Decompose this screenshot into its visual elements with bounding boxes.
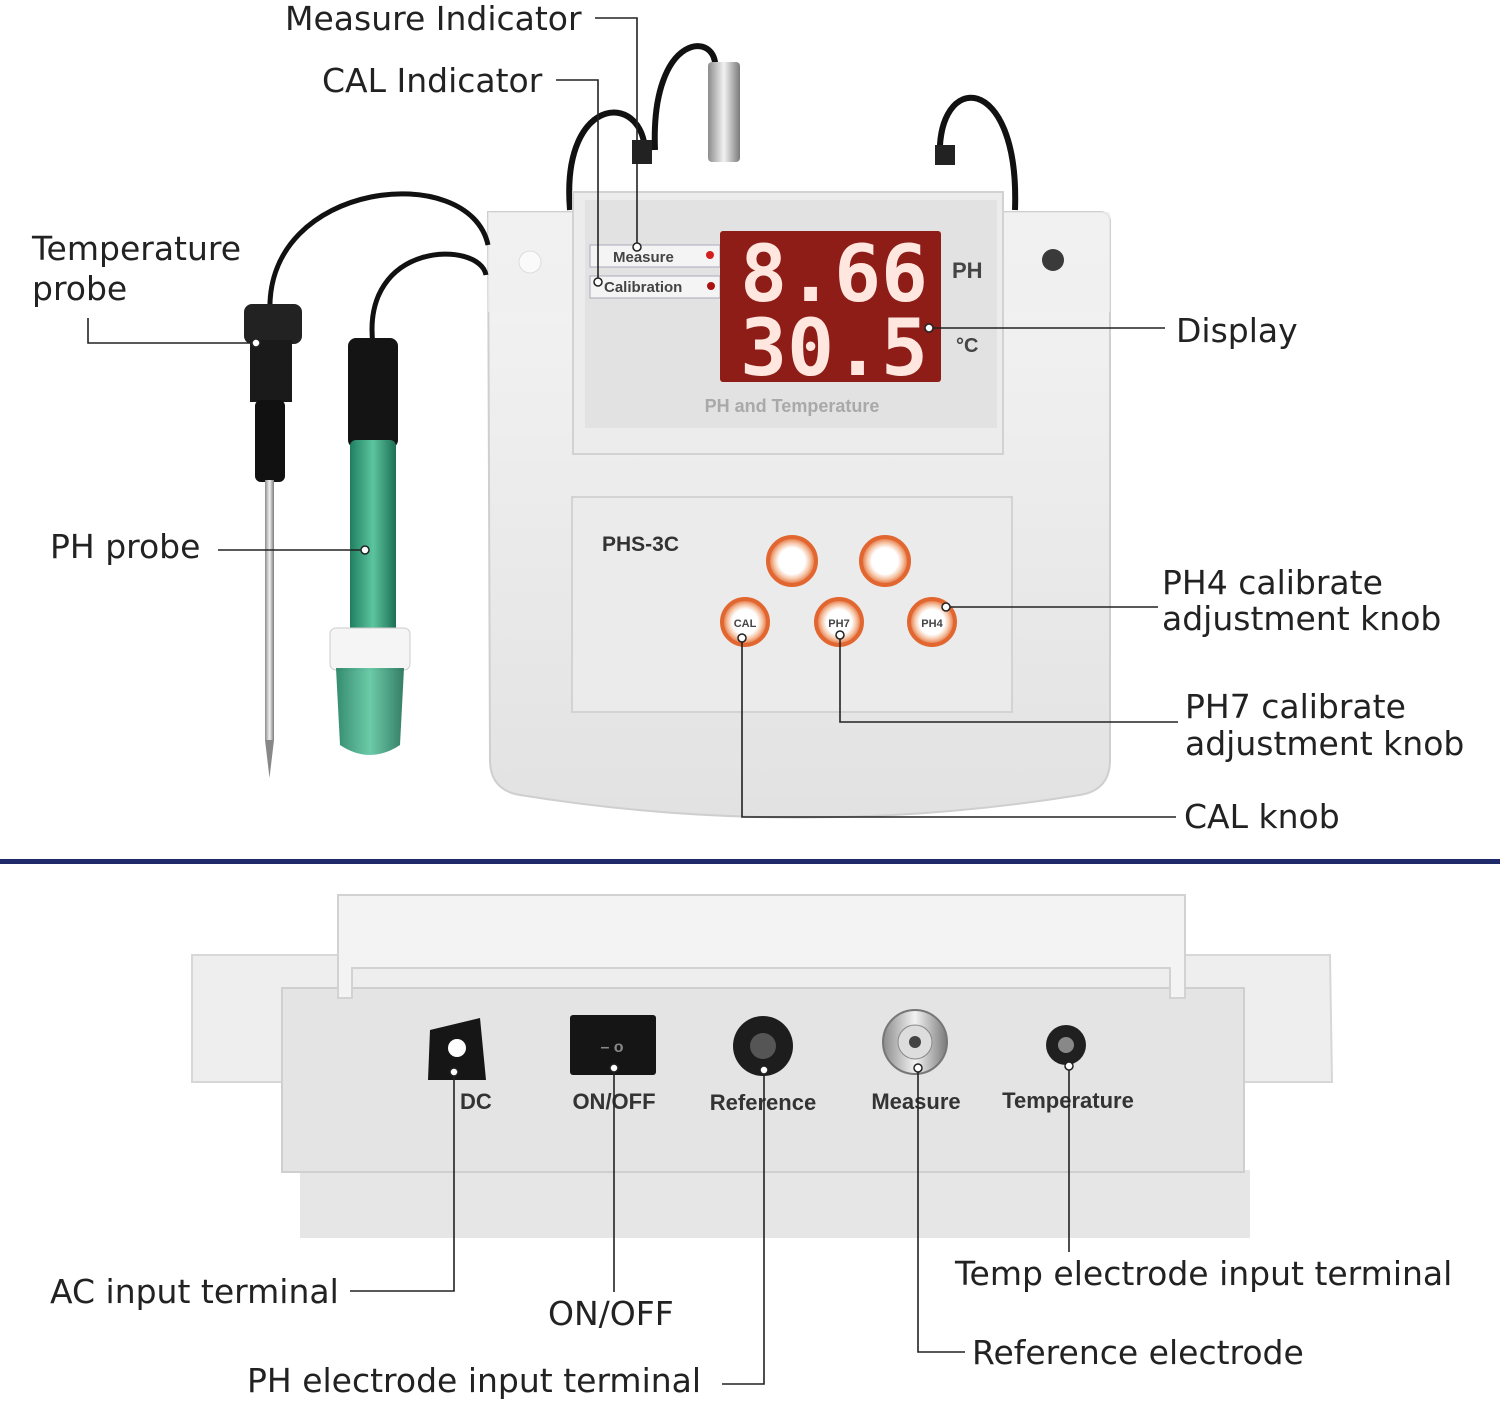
lead-ph7-knob bbox=[839, 635, 1178, 723]
connector-metal bbox=[708, 62, 740, 162]
dot-ph-electrode-input bbox=[759, 1065, 769, 1075]
ph7-knob-label: PH7 bbox=[828, 618, 849, 630]
dot-ph4-knob bbox=[941, 602, 951, 612]
temp-unit: °C bbox=[956, 335, 978, 357]
reference-connector-core bbox=[750, 1033, 776, 1059]
ph-probe-ring bbox=[329, 627, 411, 671]
callout-ph-probe: PH probe bbox=[50, 527, 200, 566]
connector-left bbox=[632, 140, 652, 164]
dc-jack-hole bbox=[448, 1039, 466, 1057]
dot-onoff bbox=[609, 1063, 619, 1073]
dot-ph7-knob bbox=[835, 630, 845, 640]
led-display bbox=[720, 231, 941, 382]
lead-cal-knob bbox=[741, 638, 1176, 818]
temp-probe-cap bbox=[244, 304, 302, 344]
cal-knob-label: CAL bbox=[734, 618, 757, 630]
temperature-label: Temperature bbox=[1002, 1088, 1134, 1113]
temp-probe-tip bbox=[265, 740, 274, 778]
front-view: Measure Calibration 8.66 30.5 PH °C PH a… bbox=[244, 43, 1111, 819]
ph7-knob[interactable] bbox=[814, 597, 864, 647]
temp-probe-handle bbox=[255, 400, 285, 482]
reference-label: Reference bbox=[710, 1090, 816, 1115]
ph4-knob-label: PH4 bbox=[921, 618, 943, 630]
temperature-jack-hole bbox=[1058, 1037, 1074, 1053]
lead-cal-indicator bbox=[556, 79, 599, 282]
cable-left bbox=[566, 109, 649, 211]
dot-temp-probe bbox=[251, 338, 261, 348]
dot-ac-input bbox=[449, 1067, 459, 1077]
callout-temp-probe-2: probe bbox=[32, 269, 127, 308]
dot-ph-probe bbox=[360, 545, 370, 555]
rear-callouts: AC input terminal ON/OFF PH electrode in… bbox=[50, 1061, 1452, 1400]
dc-label: DC bbox=[460, 1089, 492, 1114]
model-label: PHS-3C bbox=[602, 533, 679, 556]
rear-base bbox=[300, 1170, 1250, 1238]
callout-cal-knob: CAL knob bbox=[1184, 797, 1340, 836]
callout-measure-indicator: Measure Indicator bbox=[285, 0, 582, 38]
section-divider bbox=[0, 859, 1500, 864]
lead-reference-electrode bbox=[917, 1068, 965, 1353]
rear-view: DC – o ON/OFF Reference Measure Temperat… bbox=[191, 894, 1334, 1238]
temp-reading: 30.5 bbox=[740, 304, 928, 394]
callout-cal-indicator: CAL Indicator bbox=[322, 61, 543, 100]
dot-reference-electrode bbox=[913, 1063, 923, 1073]
power-switch[interactable] bbox=[570, 1015, 656, 1075]
measure-bnc-pin bbox=[909, 1036, 921, 1048]
calibration-led bbox=[707, 282, 715, 290]
ph-reading: 8.66 bbox=[740, 230, 928, 320]
power-switch-symbols: – o bbox=[600, 1039, 623, 1056]
connector-right bbox=[935, 145, 955, 165]
ph-probe-cable bbox=[369, 251, 489, 346]
lead-measure-indicator bbox=[595, 17, 638, 247]
temp-probe-cable bbox=[267, 191, 491, 313]
measure-indicator-label: Measure bbox=[613, 249, 674, 266]
callout-onoff: ON/OFF bbox=[548, 1294, 674, 1333]
measure-led bbox=[706, 251, 714, 259]
lead-ac-input bbox=[350, 1072, 455, 1292]
callout-reference-electrode: Reference electrode bbox=[972, 1333, 1304, 1372]
cal-knob[interactable] bbox=[720, 597, 770, 647]
rear-top-lid bbox=[337, 894, 1186, 999]
rear-panel bbox=[281, 987, 1245, 1173]
callout-temp-electrode-input: Temp electrode input terminal bbox=[954, 1254, 1452, 1293]
temp-probe-body bbox=[250, 340, 292, 402]
front-callouts: Measure Indicator CAL Indicator Temperat… bbox=[31, 0, 1464, 836]
temp-probe-rod bbox=[265, 480, 274, 740]
screw-right bbox=[1042, 249, 1064, 271]
dot-display bbox=[924, 323, 934, 333]
dot-temp-electrode-input bbox=[1064, 1061, 1074, 1071]
cable-right bbox=[936, 94, 1019, 211]
button-blank-left[interactable] bbox=[766, 535, 818, 587]
callout-display: Display bbox=[1176, 311, 1298, 350]
callout-ph7-knob-2: adjustment knob bbox=[1185, 724, 1464, 763]
dot-cal-indicator bbox=[593, 277, 603, 287]
ph-probe-guard bbox=[336, 668, 404, 755]
button-blank-right[interactable] bbox=[859, 535, 911, 587]
screw-left bbox=[518, 250, 542, 274]
ph-unit: PH bbox=[952, 258, 983, 283]
dot-measure-indicator bbox=[632, 242, 642, 252]
callout-temp-probe-1: Temperature bbox=[31, 229, 241, 268]
callout-ph-electrode-input: PH electrode input terminal bbox=[247, 1361, 701, 1400]
panel-title: PH and Temperature bbox=[705, 396, 880, 416]
callout-ac-input: AC input terminal bbox=[50, 1272, 339, 1311]
ph-probe-cap bbox=[348, 338, 398, 448]
lead-temp-probe bbox=[87, 318, 255, 344]
cable-center bbox=[651, 43, 719, 151]
lead-ph-electrode-input bbox=[722, 1070, 765, 1385]
callout-ph4-knob-1: PH4 calibrate bbox=[1162, 563, 1383, 602]
ph-probe-tube bbox=[350, 440, 396, 640]
measure-label: Measure bbox=[871, 1089, 960, 1114]
dot-cal-knob bbox=[737, 633, 747, 643]
callout-ph7-knob-1: PH7 calibrate bbox=[1185, 687, 1406, 726]
callout-ph4-knob-2: adjustment knob bbox=[1162, 599, 1441, 638]
calibration-indicator-label: Calibration bbox=[604, 279, 682, 296]
